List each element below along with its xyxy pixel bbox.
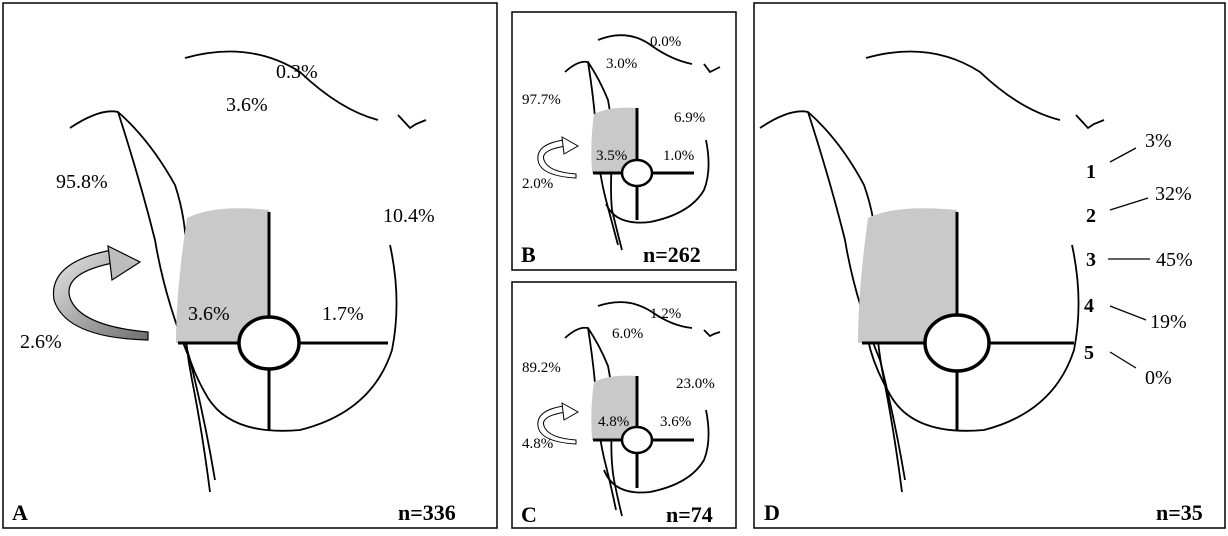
panel-d: 1 3% 2 32% 3 45% 4 19% 5 0% D n=35 — [753, 2, 1226, 529]
level-2-number: 2 — [1086, 205, 1096, 227]
panel-b-diagram — [537, 34, 721, 251]
panel-a: 0.3% 3.6% 95.8% 10.4% 2.6% 3.6% 1.7% A n… — [2, 2, 498, 529]
value-upper-outer-quadrant: 3.6% — [188, 303, 230, 325]
shaded-quadrant — [591, 107, 637, 173]
value-sup-outer: 0.3% — [276, 61, 318, 83]
value-rotation: 2.0% — [522, 176, 553, 192]
nipple-marker — [237, 315, 301, 371]
value-rotation: 2.6% — [20, 331, 62, 353]
sample-size: n=262 — [643, 242, 701, 267]
value-sup-outer: 0.0% — [650, 34, 681, 50]
shaded-quadrant — [858, 208, 957, 343]
level-3-number: 3 — [1086, 249, 1096, 271]
level-3-percent: 45% — [1156, 249, 1193, 271]
sample-size: n=74 — [666, 502, 713, 527]
level-5-percent: 0% — [1145, 367, 1172, 389]
panel-c: 1.2% 6.0% 89.2% 23.0% 4.8% 4.8% 3.6% C n… — [511, 281, 737, 529]
value-upper-inner-quadrant: 1.7% — [322, 303, 364, 325]
level-4-number: 4 — [1084, 295, 1094, 317]
rotation-arrow-icon — [52, 244, 149, 341]
value-sup-outer: 1.2% — [650, 306, 681, 322]
level-4-percent: 19% — [1150, 311, 1187, 333]
rotation-arrow-icon — [537, 402, 580, 445]
shaded-quadrant — [591, 375, 637, 440]
value-upper-inner-quadrant: 1.0% — [663, 148, 694, 164]
value-upper-outer-quadrant: 3.5% — [596, 148, 627, 164]
value-lateral: 10.4% — [383, 205, 435, 227]
sample-size: n=336 — [398, 500, 456, 525]
panel-letter: C — [521, 502, 537, 527]
value-upper-outer-quadrant: 4.8% — [598, 414, 629, 430]
panel-c-diagram — [537, 301, 721, 517]
rotation-arrow-icon — [537, 136, 580, 179]
value-sup-inner: 3.0% — [606, 56, 637, 72]
panel-letter: A — [12, 500, 28, 525]
value-rotation: 4.8% — [522, 436, 553, 452]
value-axilla: 95.8% — [56, 171, 108, 193]
panel-d-frame — [753, 2, 1226, 529]
level-2-percent: 32% — [1155, 183, 1192, 205]
value-sup-inner: 6.0% — [612, 326, 643, 342]
panel-a-diagram — [52, 50, 427, 493]
value-axilla: 97.7% — [522, 92, 561, 108]
panel-letter: B — [521, 242, 536, 267]
nipple-marker — [923, 313, 991, 373]
nipple-marker — [620, 425, 654, 455]
level-5-number: 5 — [1084, 342, 1094, 364]
nipple-marker — [620, 158, 654, 188]
panel-b: 0.0% 3.0% 97.7% 6.9% 2.0% 3.5% 1.0% B n=… — [511, 11, 737, 271]
panel-d-diagram — [759, 50, 1150, 493]
level-1-number: 1 — [1086, 161, 1096, 183]
value-upper-inner-quadrant: 3.6% — [660, 414, 691, 430]
value-lateral: 6.9% — [674, 110, 705, 126]
value-axilla: 89.2% — [522, 360, 561, 376]
level-1-percent: 3% — [1145, 130, 1172, 152]
value-sup-inner: 3.6% — [226, 94, 268, 116]
panel-letter: D — [764, 500, 780, 525]
sample-size: n=35 — [1156, 500, 1203, 525]
shaded-quadrant — [176, 208, 269, 343]
value-lateral: 23.0% — [676, 376, 715, 392]
